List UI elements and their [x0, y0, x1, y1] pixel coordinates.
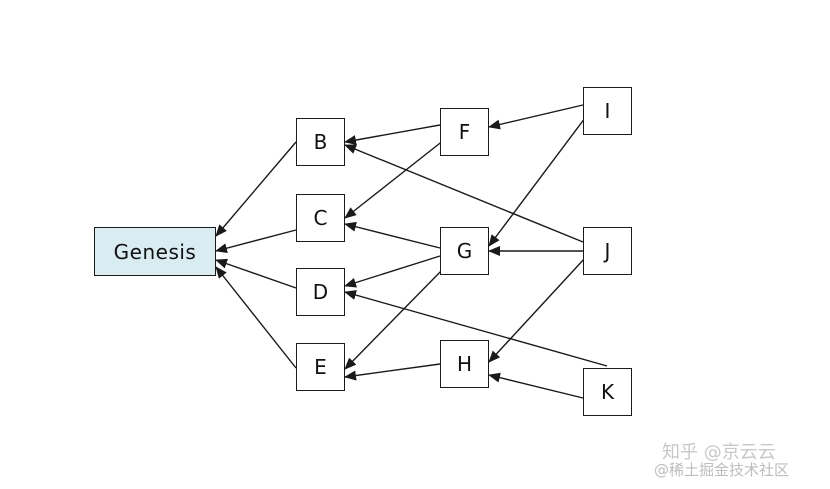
node-e: E	[296, 343, 345, 391]
node-j: J	[583, 227, 632, 275]
edge-j-to-b	[344, 144, 584, 243]
watermark-zhihu: 知乎 @京云云	[662, 442, 776, 463]
edges-layer	[215, 104, 608, 399]
edge-f-to-b	[344, 124, 441, 145]
node-d: D	[296, 268, 345, 316]
edge-i-to-f	[488, 104, 584, 130]
edge-g-to-d	[344, 255, 441, 288]
edge-i-to-g	[488, 117, 586, 247]
edge-h-to-e	[344, 363, 441, 381]
node-c: C	[296, 194, 345, 242]
edge-k-to-d	[344, 290, 608, 367]
edge-j-to-h	[488, 257, 586, 363]
node-k: K	[583, 368, 632, 416]
edge-c-to-genesis	[215, 229, 297, 254]
node-g: G	[440, 227, 489, 275]
node-f: F	[440, 108, 489, 156]
edge-k-to-h	[488, 372, 584, 399]
edge-b-to-genesis	[215, 141, 297, 237]
edge-e-to-genesis	[215, 266, 297, 369]
node-h: H	[440, 340, 489, 388]
node-genesis: Genesis	[94, 227, 216, 276]
watermark-juejin: @稀土掘金技术社区	[654, 461, 790, 479]
node-i: I	[583, 87, 632, 135]
edge-f-to-c	[344, 139, 445, 219]
edge-g-to-c	[344, 221, 441, 249]
edge-g-to-e	[344, 265, 447, 370]
node-b: B	[296, 118, 345, 166]
edge-d-to-genesis	[215, 258, 297, 289]
